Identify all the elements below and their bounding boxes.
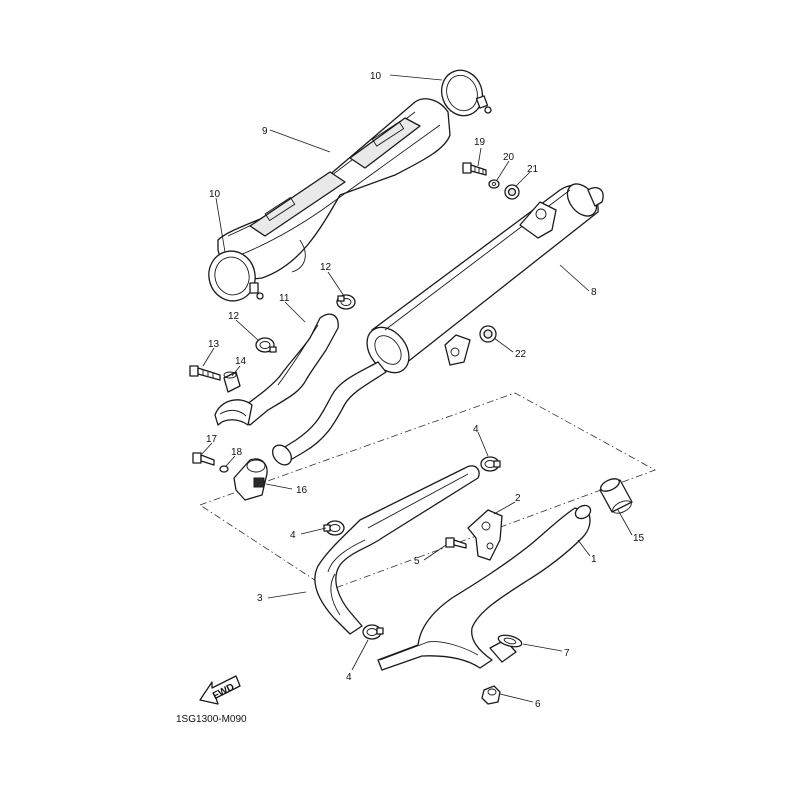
bracket-part-2 xyxy=(467,509,503,561)
joint-pipe-part-11 xyxy=(214,313,339,426)
fwd-label: FWD xyxy=(211,682,236,702)
bolt-part-13 xyxy=(189,365,221,381)
clamp-part-12-lower xyxy=(255,337,277,353)
bolt-part-17 xyxy=(192,452,215,466)
grommet-part-22 xyxy=(479,325,497,343)
nut-part-6 xyxy=(481,685,501,705)
callout-7: 7 xyxy=(564,648,570,659)
callout-22: 22 xyxy=(515,349,527,360)
callout-5: 5 xyxy=(414,556,420,567)
callout-14: 14 xyxy=(235,356,247,367)
collar-part-14 xyxy=(223,371,241,393)
drawing-code: 1SG1300-M090 xyxy=(176,714,247,725)
callout-19: 19 xyxy=(474,137,486,148)
washer-part-20 xyxy=(488,179,500,189)
callout-20: 20 xyxy=(503,152,515,163)
bolt-part-5 xyxy=(445,537,467,549)
callout-12-lower: 12 xyxy=(228,311,240,322)
bolt-part-19 xyxy=(462,162,487,176)
callout-2: 2 xyxy=(515,493,521,504)
callout-4-right: 4 xyxy=(473,424,479,435)
clamp-part-10-upper xyxy=(440,69,492,117)
gasket-part-15 xyxy=(599,478,633,514)
clamp-part-4-bottom xyxy=(362,624,384,640)
muffler-part-8 xyxy=(271,183,604,466)
clamp-part-4-left xyxy=(323,520,345,536)
clamp-part-10-lower xyxy=(208,250,264,302)
callout-1: 1 xyxy=(591,554,597,565)
gasket-part-7 xyxy=(497,634,523,648)
callout-12-upper: 12 xyxy=(320,262,332,273)
callout-9: 9 xyxy=(262,126,268,137)
callout-18: 18 xyxy=(231,447,243,458)
callout-3: 3 xyxy=(257,593,263,604)
callout-13: 13 xyxy=(208,339,220,350)
callout-17: 17 xyxy=(206,434,218,445)
heat-shield-part-3 xyxy=(314,465,480,635)
fwd-arrow: FWD xyxy=(199,675,241,705)
callout-10-lower: 10 xyxy=(209,189,221,200)
assembly-boundary xyxy=(199,392,656,591)
callout-21: 21 xyxy=(527,164,539,175)
callout-4-left: 4 xyxy=(290,530,296,541)
gasket-part-16 xyxy=(233,458,268,501)
callout-10-upper: 10 xyxy=(370,71,382,82)
washer-part-18 xyxy=(219,465,229,473)
callout-11: 11 xyxy=(279,293,290,304)
callout-8: 8 xyxy=(591,287,597,298)
callout-6: 6 xyxy=(535,699,541,710)
callout-16: 16 xyxy=(296,485,308,496)
clamp-part-12-upper xyxy=(336,294,356,310)
clamp-part-4-right xyxy=(480,456,501,472)
callouts: 10 9 19 20 21 10 12 8 11 12 13 14 22 17 … xyxy=(201,71,645,710)
grommet-part-21 xyxy=(504,184,520,200)
callout-15: 15 xyxy=(633,533,645,544)
heat-shield-part-9 xyxy=(217,98,451,280)
callout-4-bottom: 4 xyxy=(346,672,352,683)
